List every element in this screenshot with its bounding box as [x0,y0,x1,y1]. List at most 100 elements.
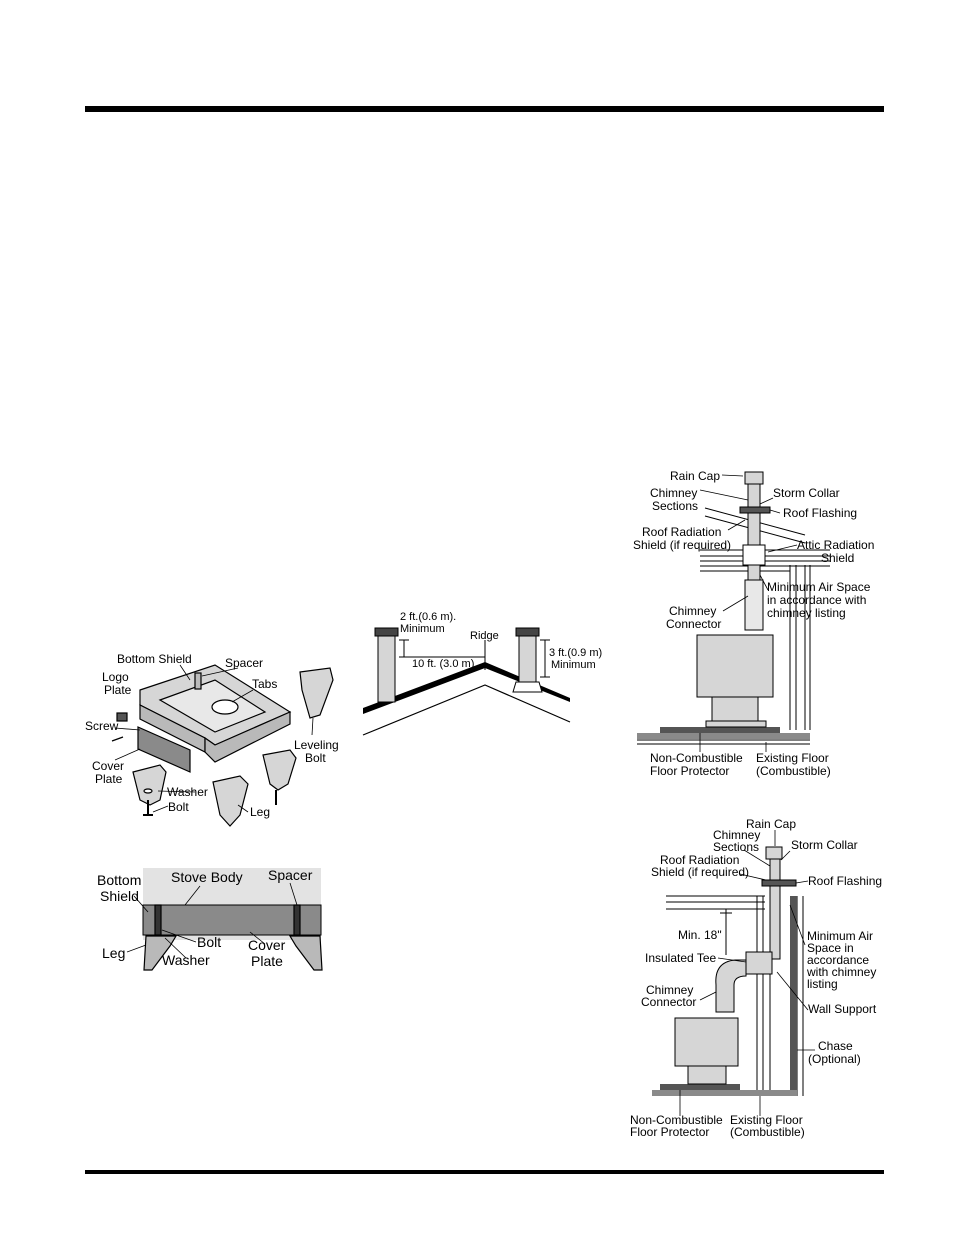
chimney-connector [744,579,764,631]
ext-label-wall-support: Wall Support [808,1002,877,1016]
roof-label-2ft-2: Minimum [400,623,445,635]
ext-chimney-section [769,858,781,960]
ext-roof-flashing [761,879,797,887]
ext-label-chimney-connector-2: Connector [641,995,696,1009]
ext-label-insulated-tee: Insulated Tee [645,951,716,965]
int-label-attic-radiation-shield-2: Shield [821,551,854,565]
side-cover-plate [142,904,322,936]
side-label-bolt: Bolt [197,934,221,950]
ext-label-rain-cap: Rain Cap [746,817,796,831]
leg-right [262,749,297,791]
leg-front-center [212,775,249,827]
header-rule [85,106,884,112]
ext-label-chase: Chase [818,1039,853,1053]
label-washer: Washer [167,785,208,799]
roof-line [363,662,570,714]
ext-label-min-air-space-5: listing [807,977,838,991]
label-cover-plate: Cover [92,759,124,773]
ext-label-existing-floor: Existing Floor [730,1113,803,1127]
existing-floor [637,733,810,739]
chimney-left [377,635,396,703]
cover-plate [137,726,191,773]
label-bolt: Bolt [168,800,189,814]
ext-label-existing-floor-2: (Combustible) [730,1125,805,1139]
int-label-chimney-sections-2: Sections [652,499,698,513]
rain-cap [744,471,764,485]
leveling-bolt-leg [299,667,334,719]
roof-label-10ft: 10 ft. (3.0 m) [412,658,474,670]
roof-label-2ft: 2 ft.(0.6 m). [400,611,456,623]
chase-wall [790,896,797,1096]
label-leg: Leg [250,805,270,819]
side-label-stove-body: Stove Body [171,869,243,885]
label-spacer: Spacer [225,656,263,670]
int-label-storm-collar: Storm Collar [773,486,840,500]
side-label-cover-plate: Cover [248,937,286,953]
label-leveling-bolt: Leveling [294,738,339,752]
int-label-existing-floor-2: (Combustible) [756,764,831,778]
chimney-right [518,635,537,683]
interior-chimney-figure: Rain Cap Chimney Sections Storm Collar R… [633,469,874,778]
washer [143,788,153,794]
ext-label-floor-protector: Non-Combustible [630,1113,723,1127]
label-cover-plate-2: Plate [95,772,123,786]
side-label-bottom-shield-2: Shield [100,888,139,904]
roof-clearance-figure: 2 ft.(0.6 m). Minimum Ridge 10 ft. (3.0 … [362,611,602,736]
side-label-cover-plate-2: Plate [251,953,283,969]
side-label-bottom-shield: Bottom [97,872,141,888]
footer-rule [85,1170,884,1174]
leg-front-left [132,764,167,806]
ext-label-min-air-space-4: with chimney [806,965,876,979]
int-label-attic-radiation-shield: Attic Radiation [797,538,874,552]
attic-radiation-shield [742,544,766,566]
int-label-min-air-space-2: in accordance with [767,593,866,607]
ext-label-roof-flashing: Roof Flashing [808,874,882,888]
ext-floor-protector [660,1084,740,1090]
label-logo-plate-2: Plate [104,683,132,697]
label-bottom-shield: Bottom Shield [117,652,192,666]
floor-protector [660,727,780,733]
label-tabs: Tabs [252,677,277,691]
ext-label-roof-radiation-shield: Roof Radiation [660,853,739,867]
side-label-leg: Leg [102,945,125,961]
int-label-chimney-connector: Chimney [669,604,716,618]
stove [696,634,774,698]
ext-label-min-air-space-2: Space in [807,941,854,955]
side-bolt-right [293,904,301,936]
ext-label-min-air-space-3: accordance [807,953,869,967]
ext-label-chimney-sections: Chimney [713,828,760,842]
side-leg-right [288,935,323,971]
ext-stove [674,1017,739,1067]
int-label-chimney-sections: Chimney [650,486,697,500]
ext-label-floor-protector-2: Floor Protector [630,1125,709,1139]
ext-label-chase-2: (Optional) [808,1052,861,1066]
int-label-roof-radiation-shield-2: Shield (if required) [633,538,731,552]
ext-label-min-18: Min. 18" [678,928,722,942]
ext-label-chimney-connector: Chimney [646,983,693,997]
ext-label-storm-collar: Storm Collar [791,838,858,852]
insulated-tee [745,951,773,975]
int-label-chimney-connector-2: Connector [666,617,721,631]
side-leg-left [143,935,178,971]
ext-label-chimney-sections-2: Sections [713,840,759,854]
ext-label-min-air-space: Minimum Air [807,929,873,943]
label-logo-plate: Logo [102,670,129,684]
int-label-min-air-space: Minimum Air Space [767,580,871,594]
roof-label-ridge: Ridge [470,630,499,642]
logo-plate [116,712,128,722]
ext-rain-cap [765,846,783,860]
ext-chimney-connector [715,959,747,1013]
side-label-spacer: Spacer [268,867,313,883]
spacer [194,672,202,690]
int-label-floor-protector: Non-Combustible [650,751,743,765]
int-label-min-air-space-3: chimney listing [767,606,846,620]
side-bolt-left [154,904,162,936]
int-label-roof-flashing: Roof Flashing [783,506,857,520]
label-leveling-bolt-2: Bolt [305,751,326,765]
int-label-rain-cap: Rain Cap [670,469,720,483]
ext-existing-floor [652,1090,797,1096]
int-label-floor-protector-2: Floor Protector [650,764,729,778]
side-view-figure: Bottom Shield Stove Body Spacer Leg Bolt… [97,867,323,971]
ext-label-roof-radiation-shield-2: Shield (if required) [651,865,749,879]
bottom-shield-assembly-figure: Bottom Shield Spacer Logo Plate Tabs Scr… [85,652,339,827]
